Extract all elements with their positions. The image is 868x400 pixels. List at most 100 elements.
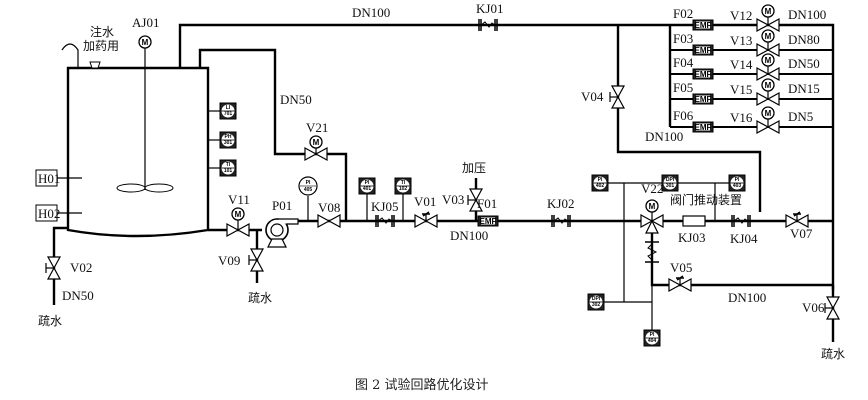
motor-icon bbox=[761, 53, 775, 67]
flowmeter-f01-label: F01 bbox=[477, 196, 497, 211]
pipe-size-top: DN100 bbox=[352, 5, 390, 20]
svg-text:101: 101 bbox=[224, 168, 233, 174]
instrument-li701: LI 701 bbox=[219, 102, 237, 120]
pipe-size-label: DN80 bbox=[788, 32, 820, 47]
drain-note-pump: 疏水 bbox=[248, 290, 272, 305]
instrument-dpi302: DPI 302 bbox=[587, 293, 605, 311]
inlet-note-1: 注水 bbox=[90, 24, 114, 39]
valve-v04-label: V04 bbox=[581, 89, 604, 104]
actuator-note: 阀门推动装置 bbox=[670, 192, 742, 207]
instrument-pi405: PI 405 bbox=[298, 176, 318, 196]
valve-v06-label: V06 bbox=[802, 300, 825, 315]
valve-v05 bbox=[668, 275, 692, 292]
valve-v01 bbox=[414, 211, 438, 228]
actuator-kj03 bbox=[682, 215, 706, 227]
svg-text:PI: PI bbox=[365, 180, 370, 186]
level-switch-h02 bbox=[35, 204, 58, 222]
valve-v11 bbox=[226, 207, 250, 237]
emf-label: EMF bbox=[695, 123, 712, 132]
svg-text:PI: PI bbox=[598, 177, 603, 183]
svg-text:PI: PI bbox=[306, 180, 311, 186]
emf-label: EMF bbox=[695, 70, 712, 79]
joint-kj05 bbox=[375, 214, 395, 228]
valve-v05-label: V05 bbox=[670, 260, 692, 275]
pressurize-note: 加压 bbox=[462, 161, 486, 175]
motor-icon bbox=[761, 106, 775, 120]
valve-v22-label: V22 bbox=[641, 181, 663, 196]
valve-label: V13 bbox=[730, 33, 752, 48]
valve-v21 bbox=[304, 135, 328, 161]
svg-text:301: 301 bbox=[224, 140, 233, 146]
valve-v07-label: V07 bbox=[790, 226, 813, 241]
svg-text:DPI: DPI bbox=[666, 177, 675, 183]
joint-kj04-label: KJ04 bbox=[730, 231, 758, 246]
agitator-motor-icon bbox=[138, 35, 152, 49]
svg-text:PI: PI bbox=[735, 177, 740, 183]
valve-v02 bbox=[45, 256, 61, 280]
emf-label: EMF bbox=[695, 46, 712, 55]
agitator-label: AJ01 bbox=[132, 15, 159, 30]
svg-text:302: 302 bbox=[592, 302, 601, 308]
motor-icon bbox=[761, 29, 775, 43]
drain-note-tank: 疏水 bbox=[38, 313, 62, 328]
svg-text:404: 404 bbox=[648, 338, 657, 344]
flowmeter-label: F05 bbox=[673, 80, 693, 95]
joint-kj04 bbox=[731, 214, 751, 228]
svg-text:402: 402 bbox=[596, 183, 605, 189]
instrument-pi401: PI 401 bbox=[358, 177, 376, 195]
instrument-ti102: TI 102 bbox=[394, 177, 412, 195]
pump-label: P01 bbox=[272, 198, 292, 213]
pipe-size-manifold: DN100 bbox=[645, 129, 683, 144]
joint-kj05-label: KJ05 bbox=[371, 199, 398, 214]
svg-text:PI: PI bbox=[650, 332, 655, 338]
svg-text:EMF: EMF bbox=[480, 217, 497, 226]
tank bbox=[61, 43, 210, 238]
valve-v08-label: V08 bbox=[318, 200, 340, 215]
valve-v06 bbox=[824, 296, 840, 320]
valve-v07 bbox=[785, 211, 809, 228]
inlet-note-2: 加药用 bbox=[83, 39, 119, 53]
svg-text:TI: TI bbox=[226, 162, 231, 168]
valve-label: V15 bbox=[730, 82, 752, 97]
svg-text:102: 102 bbox=[399, 186, 408, 192]
flowmeter-label: F04 bbox=[673, 55, 694, 70]
flowmeter-label: F06 bbox=[673, 108, 694, 123]
valve-v09-label: V09 bbox=[218, 253, 240, 268]
instrument-pi404: PI 404 bbox=[643, 329, 661, 347]
valve-v22 bbox=[640, 199, 664, 234]
instrument-pi403: PI 403 bbox=[728, 174, 746, 192]
valve-label: V12 bbox=[730, 8, 752, 23]
pipe-size-drain: DN50 bbox=[62, 288, 94, 303]
valve-label: V14 bbox=[730, 57, 753, 72]
joint-kj02 bbox=[551, 214, 571, 228]
valve-label: V16 bbox=[730, 110, 753, 125]
pipe-size-bypass: DN50 bbox=[280, 92, 312, 107]
joint-kj02-label: KJ02 bbox=[547, 196, 574, 211]
joint-kj01 bbox=[478, 18, 498, 32]
instrument-dpi301: DPI 301 bbox=[661, 174, 679, 192]
valve-v02-label: V02 bbox=[70, 260, 92, 275]
level-switch-h01-label: H01 bbox=[38, 171, 60, 186]
instrument-ph301: PH 301 bbox=[219, 131, 237, 149]
valve-v08 bbox=[317, 214, 341, 228]
level-switch-h02-label: H02 bbox=[38, 206, 60, 221]
joint-kj01-label: KJ01 bbox=[476, 1, 503, 16]
emf-label: EMF bbox=[695, 95, 712, 104]
valve-v03 bbox=[467, 188, 483, 212]
pipe-size-bottom: DN100 bbox=[728, 290, 766, 305]
svg-text:701: 701 bbox=[224, 111, 233, 117]
motor-icon bbox=[761, 4, 775, 18]
svg-text:DPI: DPI bbox=[592, 296, 601, 302]
valve-v03-label: V03 bbox=[442, 192, 464, 207]
valve-v09 bbox=[248, 248, 264, 272]
svg-text:403: 403 bbox=[733, 183, 742, 189]
pump-p01 bbox=[265, 218, 299, 248]
flowmeter-f01: EMF bbox=[477, 215, 499, 227]
joint-kj03-label: KJ03 bbox=[678, 230, 705, 245]
svg-text:PH: PH bbox=[225, 134, 232, 140]
